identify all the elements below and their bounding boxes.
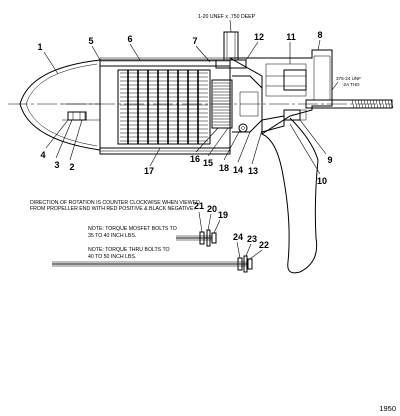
figure-id: 1950	[379, 404, 396, 413]
callout-12: 12	[254, 32, 264, 42]
top-thread-label: 1-20 UNEF x .750 DEEP	[198, 14, 256, 20]
mosfet-note-line-2: 35 TO 40 INCH LBS.	[88, 233, 136, 239]
callout-9: 9	[327, 155, 332, 165]
armature	[117, 69, 211, 145]
mosfet-note-line-1: NOTE: TORQUE MOSFET BOLTS TO	[88, 226, 177, 232]
callout-10: 10	[317, 176, 327, 186]
callout-2: 2	[69, 162, 74, 172]
callout-15: 15	[203, 158, 213, 168]
callout-5: 5	[88, 36, 93, 46]
callout-13: 13	[248, 166, 258, 176]
rear-housing	[228, 49, 333, 135]
callout-20: 20	[207, 204, 217, 214]
rotation-note-line-1: DIRECTION OF ROTATION IS COUNTER CLOCKWI…	[30, 200, 200, 206]
propeller-shaft	[305, 99, 394, 109]
thru-bolt-note-line-1: NOTE: TORQUE THRU BOLTS TO	[88, 247, 170, 253]
callout-7: 7	[192, 36, 197, 46]
front-bearing	[62, 103, 101, 121]
callout-18: 18	[219, 163, 229, 173]
callout-8: 8	[317, 30, 322, 40]
leader-lines	[43, 19, 339, 260]
skeg-fin	[261, 117, 319, 274]
thru-bolt-note-line-2: 40 TO 50 INCH LBS.	[88, 254, 136, 260]
rotation-note-line-2: FROM PROPELLER END WITH RED POSITIVE & B…	[30, 206, 195, 212]
nose-cone	[19, 59, 101, 151]
callout-6: 6	[127, 34, 132, 44]
callout-21: 21	[194, 201, 204, 211]
shaft-thread-label-line-1: 375-24 UNF	[336, 76, 361, 81]
callout-1: 1	[37, 42, 42, 52]
mosfet-bolt-assembly	[176, 229, 217, 247]
callout-22: 22	[259, 240, 269, 250]
callout-17: 17	[144, 166, 154, 176]
thru-bolt-assembly	[52, 255, 253, 273]
callout-11: 11	[286, 32, 296, 42]
callout-4: 4	[40, 150, 45, 160]
top-fitting	[215, 31, 247, 69]
callout-3: 3	[54, 160, 59, 170]
callout-labels: 1 2 3 4 5 6 7 8 9 10 11 12 13 14 15 16 1…	[37, 30, 332, 250]
callout-14: 14	[233, 165, 243, 175]
callout-23: 23	[247, 234, 257, 244]
callout-24: 24	[233, 232, 243, 242]
shaft-thread-label-line-2: -2A THD	[342, 82, 360, 87]
callout-19: 19	[218, 210, 228, 220]
callout-16: 16	[190, 154, 200, 164]
